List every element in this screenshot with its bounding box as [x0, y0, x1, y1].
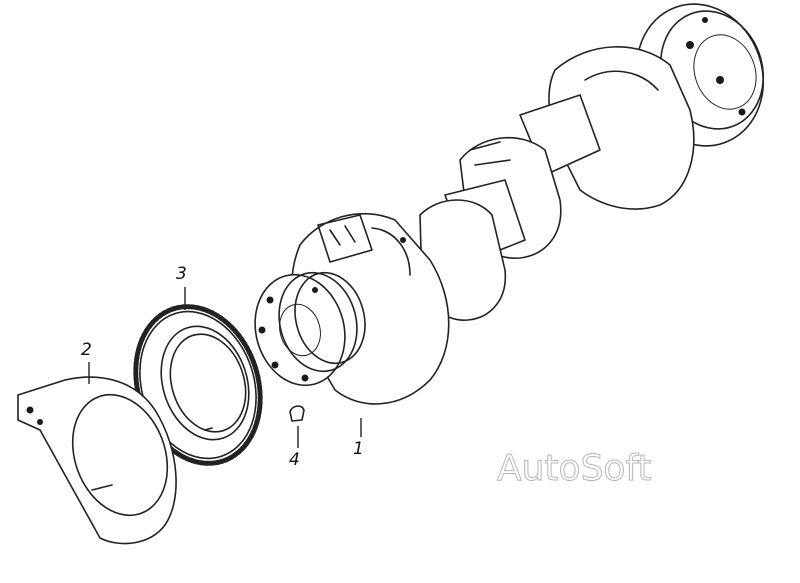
crankshaft-front-hub: [254, 271, 366, 387]
callout-label-4: 4: [289, 450, 300, 470]
callout-label-3: 3: [176, 264, 187, 284]
autosoft-watermark: AutoSoft: [497, 448, 653, 490]
counterweight-part: [17, 376, 177, 545]
callout-label-2: 2: [81, 340, 92, 360]
woodruff-key-part: [289, 405, 305, 422]
callout-label-1: 1: [353, 439, 364, 459]
crankshaft-part: [254, 3, 765, 405]
